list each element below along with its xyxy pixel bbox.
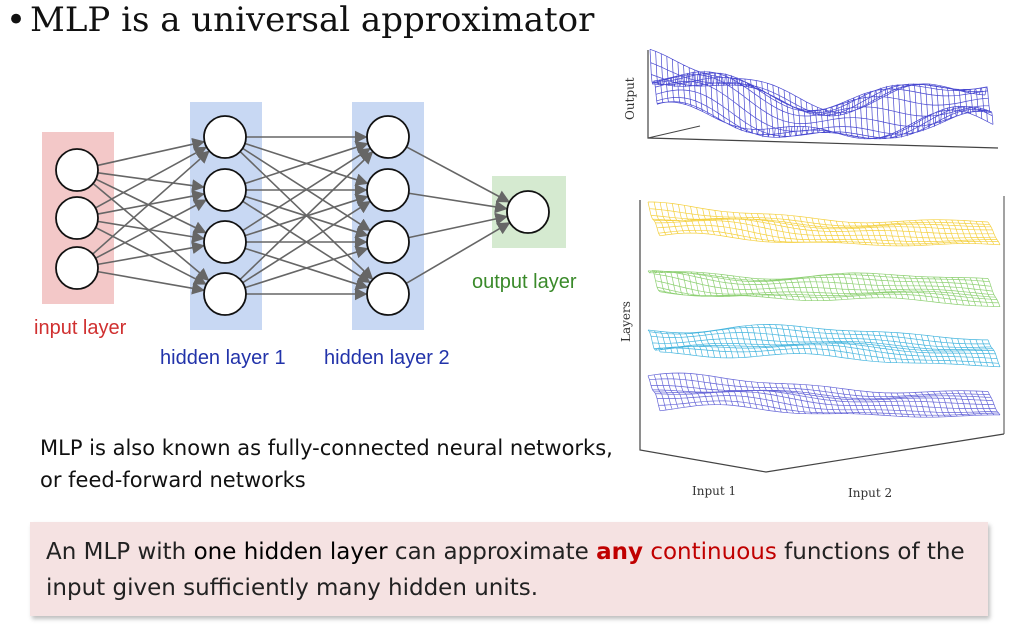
layer-surface-mesh-1 (647, 201, 1001, 247)
hidden-layer-1-label: hidden layer 1 (160, 347, 286, 369)
hidden-layer-2-label: hidden layer 2 (324, 347, 450, 369)
slide-title-text: MLP is a universal approximator (30, 0, 595, 40)
hidden2-neuron-3 (366, 220, 410, 264)
callout-highlight-hidden-layer: one hidden layer (193, 539, 388, 565)
hidden2-neuron-2 (366, 168, 410, 212)
edge-input-2-to-hidden1-2 (97, 241, 205, 266)
top-plot-axes (647, 50, 999, 149)
input-neuron-3 (55, 246, 99, 290)
connections (92, 130, 511, 301)
edge-hidden2-3-to-output-0 (405, 222, 511, 285)
input-neuron-1 (55, 148, 99, 192)
edge-hidden2-0-to-output-0 (406, 146, 511, 203)
layer-surface-mesh-3 (647, 324, 1001, 368)
top-plot-depth-axis (647, 125, 701, 139)
layer-surface-mesh-4 (647, 372, 1001, 418)
edge-input-1-to-hidden1-1 (97, 189, 205, 215)
edge-hidden1-1-to-hidden2-0 (244, 141, 369, 185)
hidden1-neuron-1 (203, 115, 247, 159)
edge-input-2-to-hidden1-3 (97, 270, 205, 295)
edge-input-0-to-hidden1-2 (95, 178, 207, 234)
stacked-wireframe-surfaces-icon (647, 201, 1001, 418)
top-plot-ylabel: Output (623, 77, 637, 120)
edge-input-1-to-hidden1-0 (95, 146, 208, 209)
edge-input-0-to-hidden1-1 (97, 172, 205, 192)
neurons (55, 115, 550, 316)
callout-box: An MLP with one hidden layer can approxi… (30, 522, 988, 616)
bullet-marker: • (6, 0, 27, 40)
hidden1-neuron-4 (203, 272, 247, 316)
input-neuron-2 (55, 196, 99, 240)
callout-text-2: can approximate (387, 539, 597, 565)
output-neuron-1 (506, 190, 550, 234)
edge-hidden1-3-to-hidden2-1 (242, 200, 371, 284)
hidden1-neuron-2 (203, 168, 247, 212)
edge-hidden2-2-to-output-0 (408, 212, 509, 239)
callout-highlight-any: any (596, 539, 644, 565)
callout-text-1: An MLP with (46, 539, 194, 565)
edge-hidden1-2-to-hidden2-0 (242, 148, 371, 232)
edge-input-2-to-hidden1-0 (92, 150, 210, 255)
bottom-plot-ylabel: Layers (619, 301, 633, 342)
layer-surface-mesh-2 (647, 270, 1001, 308)
input-layer-label: input layer (34, 317, 127, 339)
bottom-plot-xlabel-1: Input 1 (692, 484, 736, 498)
edge-hidden1-3-to-hidden2-2 (244, 245, 369, 289)
mlp-network-diagram: input layer hidden layer 1 hidden layer … (34, 102, 577, 369)
layers-surface-plot: Layers Input 1 Input 2 (619, 196, 1005, 500)
output-surface-plot: Output (623, 48, 999, 149)
edge-input-2-to-hidden1-1 (95, 199, 207, 259)
output-layer-label: output layer (472, 271, 577, 293)
output-surface-mesh (649, 48, 994, 140)
wireframe-surface-icon (649, 48, 994, 140)
edge-hidden2-1-to-output-0 (408, 192, 508, 214)
slide-title: •MLP is a universal approximator (6, 0, 594, 44)
mlp-description: MLP is also known as fully-connected neu… (40, 436, 613, 492)
bottom-plot-xlabel-2: Input 2 (848, 486, 892, 500)
callout-highlight-continuous: continuous (643, 539, 777, 565)
bottom-plot-axes (639, 200, 1005, 473)
edge-input-0-to-hidden1-0 (97, 137, 206, 167)
hidden2-neuron-4 (366, 272, 410, 316)
callout-text-3: functions of the input given sufficientl… (46, 539, 965, 601)
edge-hidden1-3-to-hidden2-0 (239, 151, 374, 281)
hidden2-neuron-1 (366, 115, 410, 159)
hidden1-neuron-3 (203, 220, 247, 264)
